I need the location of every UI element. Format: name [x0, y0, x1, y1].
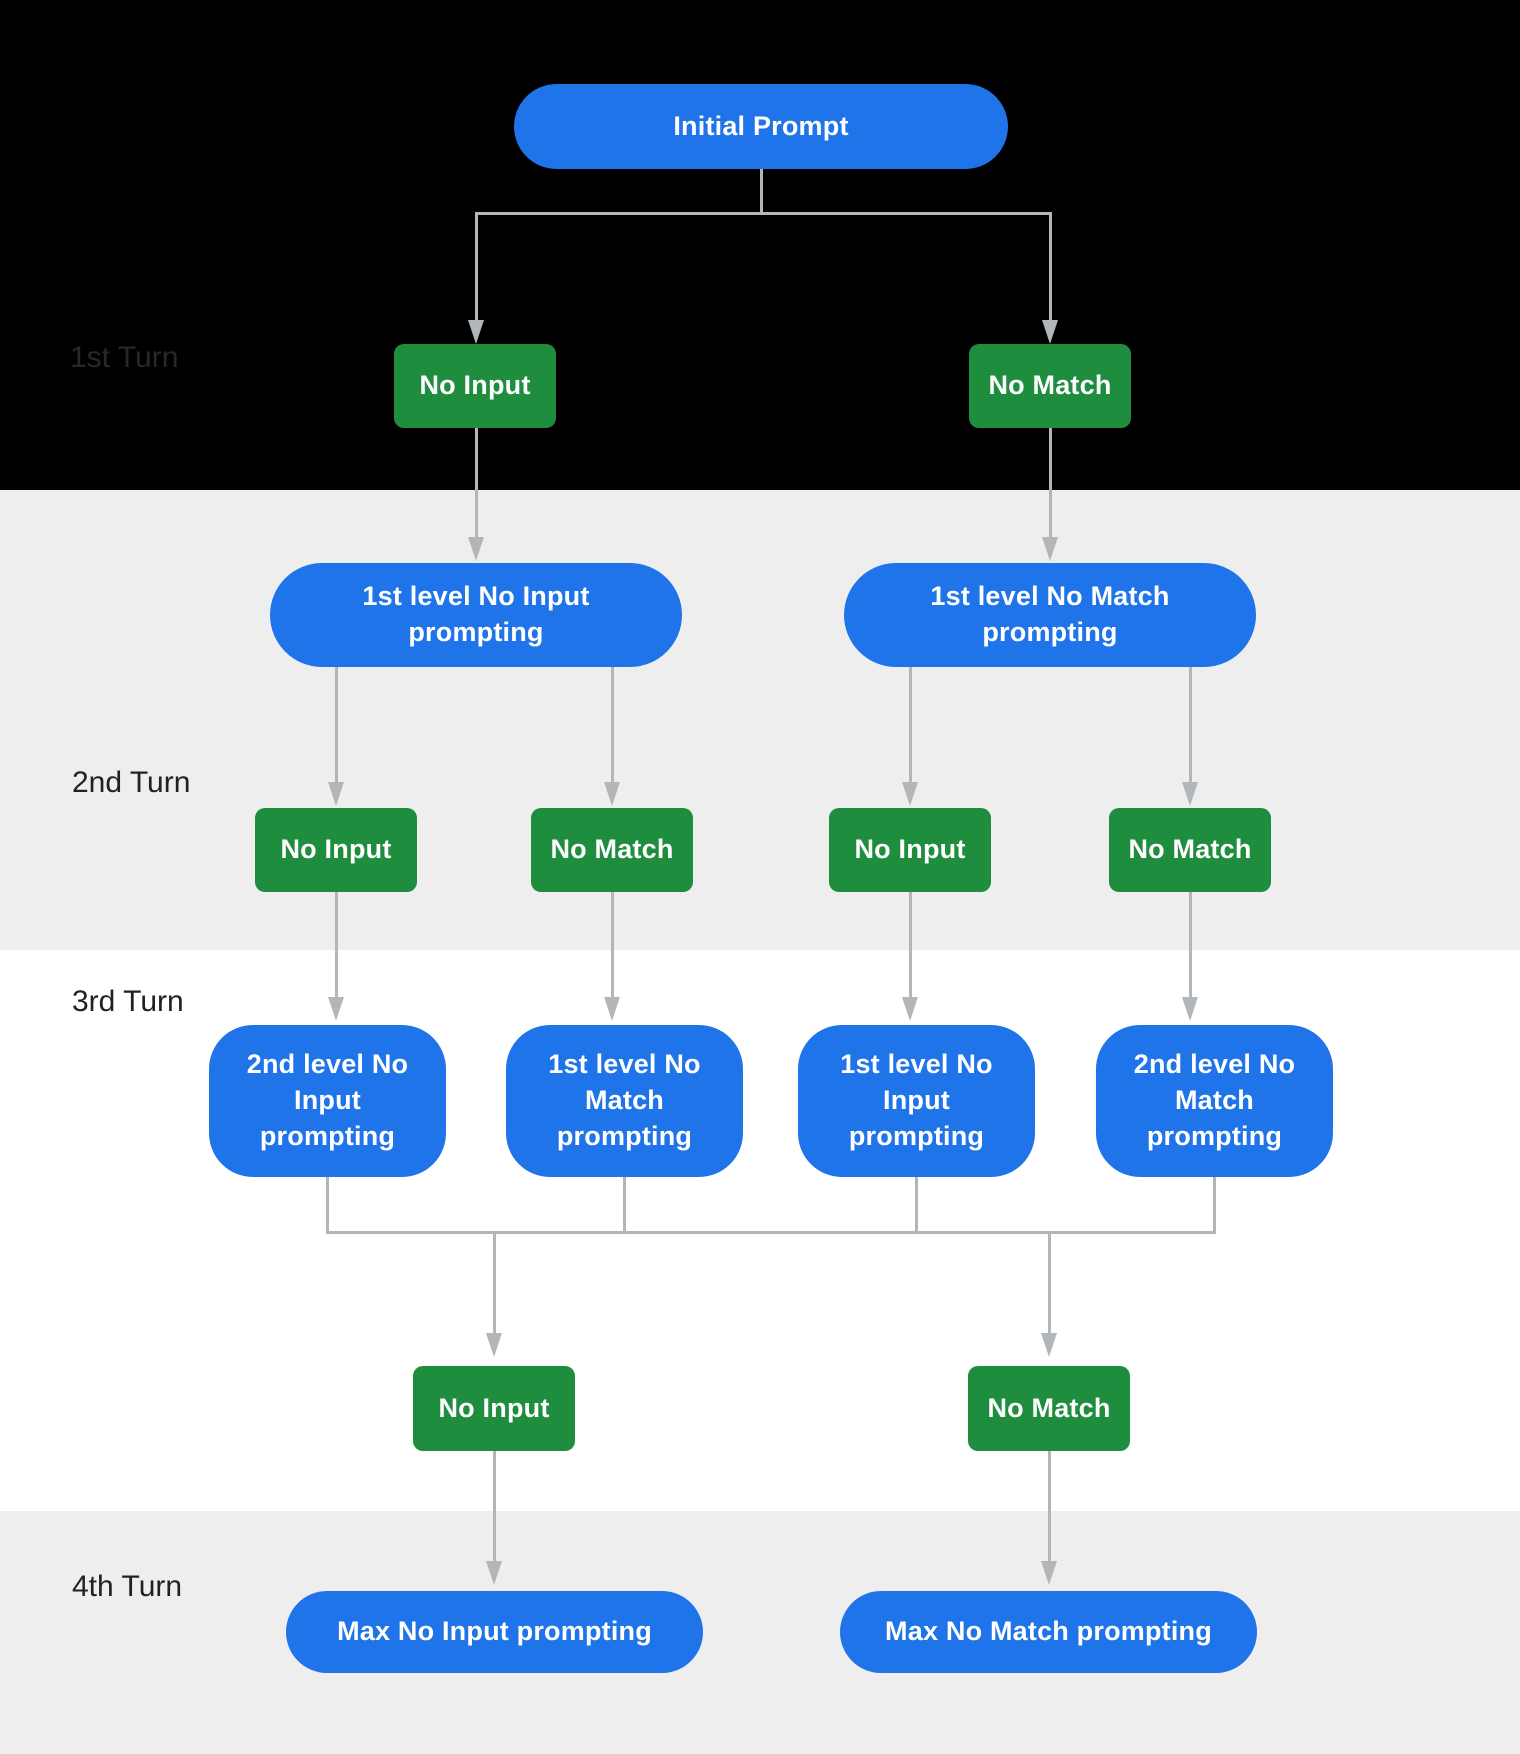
connector-line [915, 1177, 918, 1234]
connector-line [1188, 892, 1192, 997]
node-turn1-no-match: No Match [969, 344, 1131, 428]
connector-line [474, 212, 478, 320]
arrowhead-down-icon [902, 997, 918, 1021]
arrowhead-down-icon [486, 1333, 502, 1357]
connector-line [1048, 428, 1052, 537]
node-turn2-no-match-right: No Match [1109, 808, 1271, 892]
connector-line [1188, 667, 1192, 782]
band-turn1-background [0, 0, 1520, 490]
arrowhead-down-icon [1182, 782, 1198, 806]
connector-line [610, 667, 614, 782]
turn1-label: 1st Turn [70, 341, 179, 374]
node-max-no-input-prompting: Max No Input prompting [286, 1591, 703, 1673]
connector-line [334, 892, 338, 997]
connector-line [474, 428, 478, 537]
connector-line [908, 892, 912, 997]
node-initial-prompt: Initial Prompt [514, 84, 1008, 169]
arrowhead-down-icon [328, 997, 344, 1021]
node-1st-level-no-match-prompting-2: 1st level No Match prompting [506, 1025, 743, 1177]
arrowhead-down-icon [1182, 997, 1198, 1021]
node-merged-no-input: No Input [413, 1366, 575, 1451]
turn2-label: 2nd Turn [72, 766, 191, 799]
connector-line [1047, 1451, 1051, 1561]
connector-line [610, 892, 614, 997]
node-max-no-match-prompting: Max No Match prompting [840, 1591, 1257, 1673]
arrowhead-down-icon [1042, 320, 1058, 344]
connector-line [492, 1231, 496, 1333]
arrowhead-down-icon [902, 782, 918, 806]
arrowhead-down-icon [468, 320, 484, 344]
connector-line [1213, 1177, 1216, 1234]
turn3-label: 3rd Turn [72, 985, 184, 1018]
node-merged-no-match: No Match [968, 1366, 1130, 1451]
node-2nd-level-no-match-prompting: 2nd level No Match prompting [1096, 1025, 1333, 1177]
turn4-label: 4th Turn [72, 1570, 183, 1603]
connector-line [1048, 212, 1052, 320]
connector-line [623, 1177, 626, 1234]
band-turn4-background [0, 1511, 1520, 1754]
connector-line [492, 1451, 496, 1561]
arrowhead-down-icon [486, 1561, 502, 1585]
arrowhead-down-icon [328, 782, 344, 806]
connector-line [759, 169, 763, 214]
arrowhead-down-icon [1042, 537, 1058, 561]
connector-line [474, 212, 1052, 215]
node-1st-level-no-input-prompting-2: 1st level No Input prompting [798, 1025, 1035, 1177]
node-turn1-no-input: No Input [394, 344, 556, 428]
connector-line [908, 667, 912, 782]
connector-line [1047, 1231, 1051, 1333]
arrowhead-down-icon [1041, 1333, 1057, 1357]
connector-line [334, 667, 338, 782]
arrowhead-down-icon [604, 997, 620, 1021]
node-turn2-no-input-left: No Input [255, 808, 417, 892]
node-turn2-no-input-right: No Input [829, 808, 991, 892]
connector-merge-line [326, 1231, 1216, 1234]
arrowhead-down-icon [604, 782, 620, 806]
node-1st-level-no-match-prompting: 1st level No Match prompting [844, 563, 1256, 667]
node-2nd-level-no-input-prompting: 2nd level No Input prompting [209, 1025, 446, 1177]
node-turn2-no-match-left: No Match [531, 808, 693, 892]
arrowhead-down-icon [1041, 1561, 1057, 1585]
arrowhead-down-icon [468, 537, 484, 561]
node-1st-level-no-input-prompting: 1st level No Input prompting [270, 563, 682, 667]
connector-line [326, 1177, 329, 1234]
band-turn2-background [0, 490, 1520, 950]
